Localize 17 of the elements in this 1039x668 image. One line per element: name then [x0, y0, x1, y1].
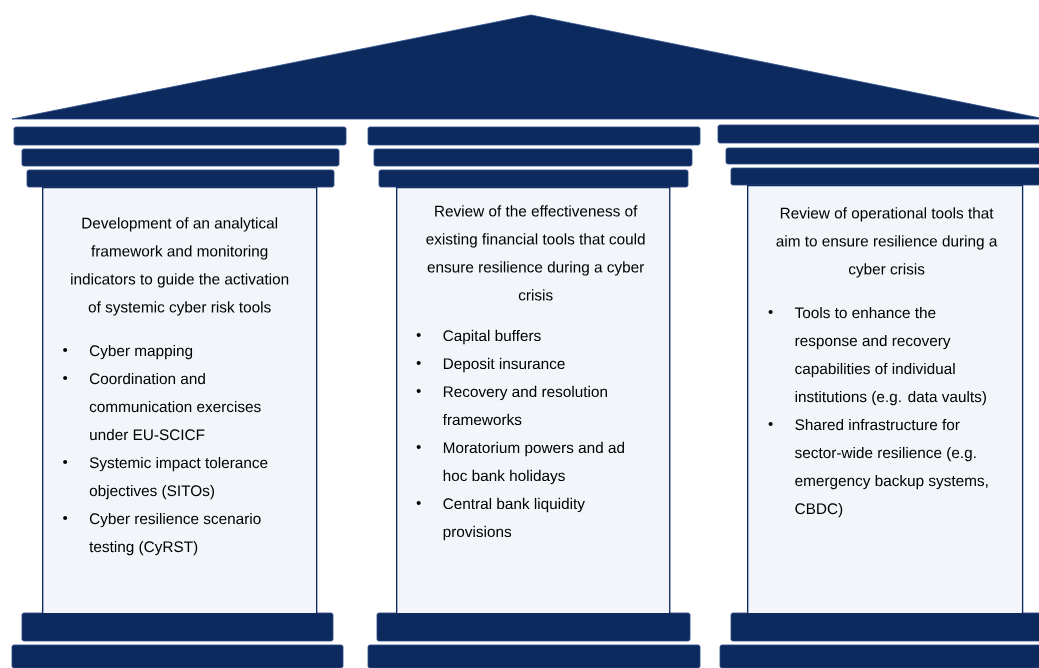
bullet-item: Tools to enhance the response and recovery capabilities of individual institutions (e.g. data vaults) — [768, 306, 986, 406]
bullet-item: Shared infrastructure for sector-wide resilience (e.g. emergency backup systems, CBDC) — [768, 418, 988, 518]
bullet-item: Coordination and communication exercises under EU-SCICF — [63, 372, 261, 441]
column-shaft — [396, 187, 671, 615]
bullet-item: Capital buffers — [416, 329, 541, 345]
column-heading: Review of the effectiveness of existing financial tools that could ensure resilience during a cyber crisis — [426, 205, 645, 301]
bullet-item: Moratorium powers and ad hoc bank holidays — [416, 441, 624, 485]
column-shaft — [42, 187, 318, 615]
column-heading: Development of an analytical framework and monitoring indicators to guide the activation of systemic cyber risk tools — [71, 217, 289, 316]
bullet-item: Deposit insurance — [416, 357, 565, 373]
bullet-item: Cyber mapping — [63, 344, 193, 360]
column-shaft — [747, 185, 1024, 615]
column-heading: Review of operational tools that aim to ensure resilience during a cyber crisis — [776, 207, 998, 278]
bullet-item: Recovery and resolution frameworks — [416, 385, 607, 426]
bullet-item: Cyber resilience scenario testing (CyRST) — [63, 512, 261, 556]
bullet-item: Systemic impact tolerance objectives (SITOs) — [63, 456, 268, 500]
bullet-item: Central bank liquidity provisions — [416, 497, 585, 541]
